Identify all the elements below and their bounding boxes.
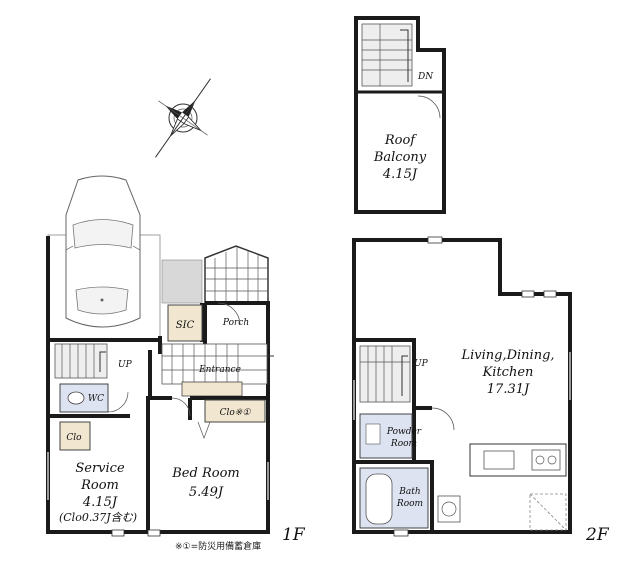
stair-dn-label: DN [417,72,434,82]
sic-closet [167,304,203,342]
service-room-area: 4.15J [82,495,118,510]
service-room-note: (Clo0.37J含む) [59,511,137,524]
entrance-tiles [161,343,268,397]
bathtub-icon [365,473,393,525]
floor-2-label: 2F [585,525,610,545]
porch-tiles [204,245,269,304]
entrance-label: Entrance [198,365,241,375]
floor-1-label: 1F [282,525,306,545]
sic-label: SIC [176,320,195,331]
toilet-icon [67,391,85,405]
service-room-name-2: Room [80,478,119,493]
ldk-area: 17.31J [487,382,530,397]
stairs-2f [359,345,411,403]
ldk-name-2: Kitchen [482,365,534,380]
stove-icon [531,449,561,471]
stair-up-label-1f: UP [118,360,133,370]
roof-balcony-area: 4.15J [382,167,418,182]
roof-plan: DN Roof Balcony 4.15J [354,16,446,214]
planting-area [161,259,203,304]
roof-balcony-name-1: Roof [384,133,417,148]
kitchen-sink-icon [483,450,515,470]
washer-icon [437,495,461,523]
stairs-1f [54,343,108,379]
stair-up-label-2f: UP [414,359,429,369]
parking-area [47,175,161,341]
sink-icon [365,423,381,445]
stairs-roof [361,23,413,87]
powder-room-name-1: Powder [386,427,422,437]
bath-room-name-1: Bath [398,487,420,497]
bath-room-name-2: Room [396,499,423,509]
bed-room-area: 5.49J [189,485,224,500]
footnote-label: ※①=防災用備蓄倉庫 [175,540,261,552]
storage-closet [204,399,266,423]
roof-balcony-name-2: Balcony [373,150,427,165]
ldk-name-1: Living,Dining, [460,348,554,363]
service-room-name-1: Service [75,461,125,476]
clo-storage-label: Clo※① [220,408,252,418]
car-icon [65,175,141,328]
clo-small-label: Clo [66,433,82,443]
porch-label: Porch [222,318,249,328]
closet-small [59,421,91,451]
wc-label: WC [88,394,104,404]
floor-2-plan: UP Powder Room Bath Room Living,Dining, … [352,236,610,545]
floor-1-plan: SIC Porch Entrance [46,175,306,552]
compass-rose-icon [155,78,211,158]
bed-room-name: Bed Room [171,466,239,481]
powder-room-name-2: Room [390,439,417,449]
